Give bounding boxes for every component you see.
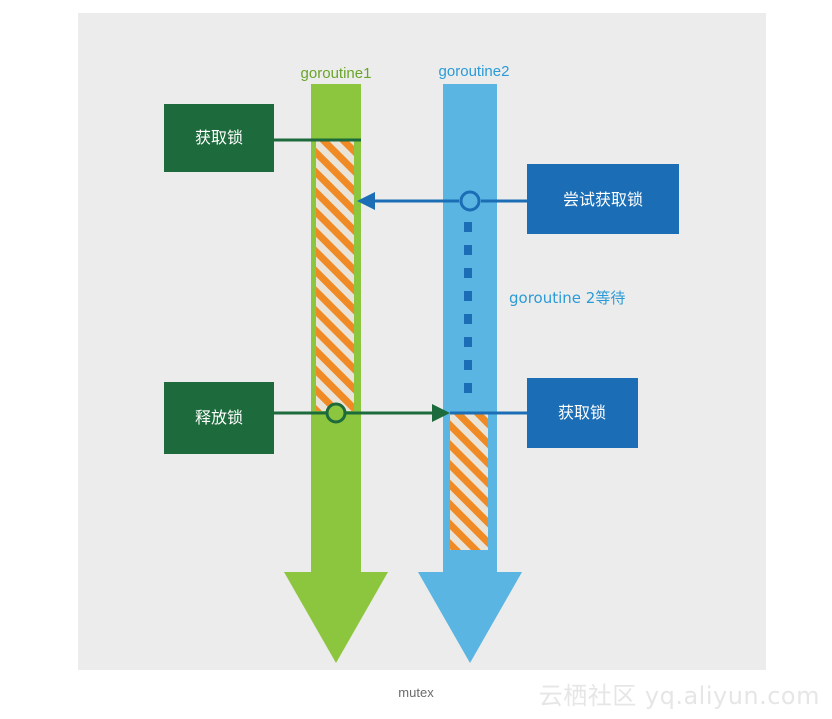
release-point [325,402,347,424]
goroutine2-label: goroutine2 [439,63,510,80]
watermark: 云栖社区 yq.aliyun.com [538,682,820,710]
goroutine1-lock-held-bar [316,141,354,411]
acquire-lock-g1-label: 获取锁 [195,128,243,147]
acquire-lock-g1-box [164,104,274,172]
release-lock-g1-box [164,382,274,454]
goroutine1-label: goroutine1 [301,65,372,82]
goroutine2-lock-held-bar [450,413,488,550]
acquire-lock-g2-label: 获取锁 [558,403,606,422]
acquire-lock-g1: 获取锁 [164,104,361,172]
acquire-lock-g2-box [527,378,638,448]
try-acquire-lock-g2-label: 尝试获取锁 [563,190,643,209]
try-acquire-point [459,190,481,212]
figure-caption: mutex [398,685,434,700]
acquire-lock-g2: 获取锁 [450,378,638,448]
goroutine2-wait-label: goroutine 2等待 [509,289,625,307]
try-acquire-lock-g2: 尝试获取锁 [357,164,679,234]
release-lock-g1: 释放锁 [164,382,450,454]
try-acquire-lock-g2-box [527,164,679,234]
release-lock-g1-label: 释放锁 [195,408,243,427]
